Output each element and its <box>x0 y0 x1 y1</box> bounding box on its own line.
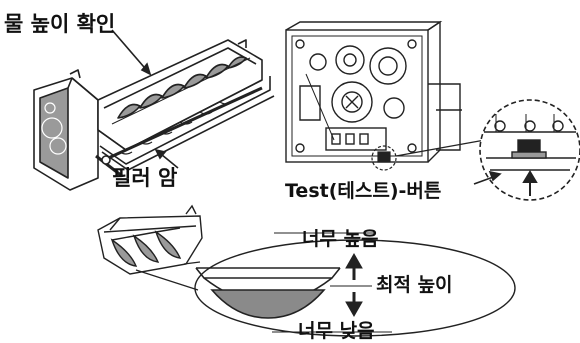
ice-maker-illustration <box>33 39 275 191</box>
filler-arm-label: 필러 암 <box>112 166 178 190</box>
too-high-label: 너무 높음 <box>302 228 379 250</box>
press-arrow <box>522 170 538 196</box>
magnify-leader-line <box>395 137 497 157</box>
optimal-height-label: 최적 높이 <box>376 274 453 296</box>
control-box-illustration <box>285 20 462 163</box>
water-level-pointer <box>111 29 152 76</box>
test-button-label: Test(테스트)-버튼 <box>285 180 442 202</box>
level-arrows <box>345 252 363 318</box>
mold-cross-section <box>195 267 341 319</box>
too-low-label: 너무 낮음 <box>298 320 375 342</box>
check-water-level-label: 물 높이 확인 <box>4 12 116 36</box>
small-tray-illustration <box>97 204 203 275</box>
callout-connector <box>135 261 201 291</box>
test-button-magnified <box>479 99 580 201</box>
filler-arm-pointer <box>154 148 179 169</box>
test-button-highlight <box>371 145 397 171</box>
test-button-pointer <box>473 170 502 185</box>
